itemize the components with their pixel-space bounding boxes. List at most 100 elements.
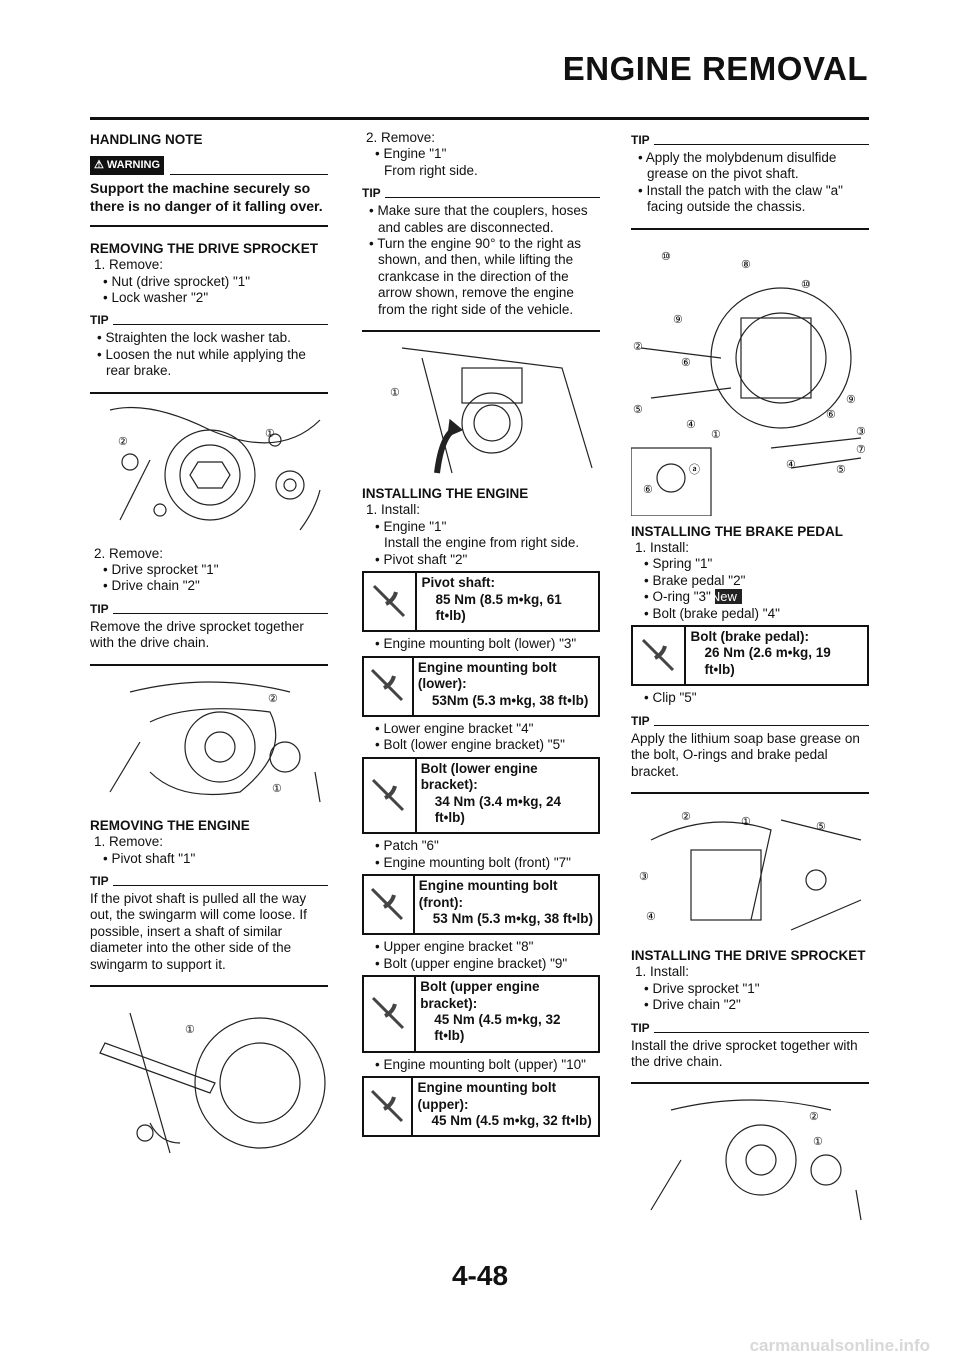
bullet-sub: From right side. [384,162,478,178]
torque-name: Bolt (lower engine bracket): [420,760,538,793]
bullet: • Bolt (lower engine bracket) "5" [375,737,565,753]
section-heading: REMOVING THE ENGINE [90,817,250,833]
bullet: • O-ring "3"New [637,589,869,605]
bullet: • Pivot shaft "1" [103,850,196,866]
svg-text:⑤: ⑤ [816,821,826,833]
tip-bullet: • Straighten the lock washer tab. [97,330,291,346]
bullet: • Engine mounting bolt (upper) "10" [375,1056,586,1072]
torque-spec-box: Engine mounting bolt (front):53 Nm (5.3 … [362,874,600,936]
tip-header: TIP [362,187,600,199]
svg-text:①: ① [265,428,275,440]
section-heading: INSTALLING THE DRIVE SPROCKET [631,947,866,963]
svg-text:⑦: ⑦ [856,444,866,456]
tip-bullet: • Apply the molybdenum disulfide grease … [638,150,837,182]
bullet: • Spring "1" [644,556,713,572]
torque-name: Engine mounting bolt (upper): [417,1080,557,1112]
sprocket-install-illustration: ②① [650,1099,862,1221]
torque-name: Engine mounting bolt (front): [418,878,558,910]
svg-text:②: ② [633,341,643,353]
tip-bullet: • Install the patch with the claw "a" fa… [638,182,843,215]
torque-spec-box: Bolt (brake pedal):26 Nm (2.6 m•kg, 19 f… [631,625,869,687]
bullet: • Lock washer "2" [103,290,209,306]
step: 2. Remove: [94,545,164,561]
svg-text:①: ① [741,816,751,828]
svg-text:⑥: ⑥ [826,409,836,421]
svg-text:④: ④ [686,419,696,431]
svg-text:①: ① [272,783,282,795]
torque-value: 53Nm (5.3 m•kg, 38 ft•lb) [431,692,589,708]
svg-text:⑥: ⑥ [681,357,691,369]
svg-text:⑨: ⑨ [846,394,856,406]
step: 1. Remove: [94,257,164,273]
column-3: TIP • Apply the molybdenum disulfide gre… [631,130,869,1234]
svg-text:⑩: ⑩ [661,251,671,263]
torque-spec-box: Pivot shaft:85 Nm (8.5 m•kg, 61 ft•lb) [362,571,600,633]
torque-value: 45 Nm (4.5 m•kg, 32 ft•lb) [434,1012,561,1044]
svg-text:①: ① [813,1136,823,1148]
svg-text:⑩: ⑩ [801,279,811,291]
torque-wrench-icon [364,1078,414,1136]
warning-header: ⚠WARNING [90,156,328,175]
svg-text:②: ② [118,436,128,448]
tip-body: If the pivot shaft is pulled all the way… [90,887,328,987]
tip-header: TIP [631,134,869,146]
warning-label: WARNING [106,159,161,172]
torque-wrench-icon [633,627,687,685]
torque-name: Engine mounting bolt (lower): [417,659,557,692]
sprocket-nut-illustration: ②① [109,406,321,531]
column-2: 2. Remove: • Engine "1" From right side.… [362,130,600,1141]
step: 2. Remove: [366,130,436,145]
torque-wrench-icon [364,573,418,631]
bullet: • Drive sprocket "1" [103,562,219,578]
torque-wrench-icon [364,758,417,833]
torque-value: 26 Nm (2.6 m•kg, 19 ft•lb) [704,645,831,677]
tip-header: TIP [631,715,869,727]
page-title: ENGINE REMOVAL [562,50,868,87]
bullet: • Engine "1" [375,146,447,162]
warning-text: Support the machine securely so there is… [90,175,328,227]
bullet: • Brake pedal "2" [644,572,746,588]
tip-header: TIP [90,314,328,326]
bullet: • Engine mounting bolt (lower) "3" [375,636,577,652]
tip-body: • Make sure that the couplers, hoses and… [362,199,600,333]
torque-wrench-icon [364,977,417,1051]
bullet-sub: Install the engine from right side. [384,535,580,551]
warning-triangle-icon: ⚠ [94,159,104,172]
svg-text:ⓐ: ⓐ [689,463,700,476]
torque-value: 34 Nm (3.4 m•kg, 24 ft•lb) [434,793,561,825]
warning-badge: ⚠WARNING [90,156,165,175]
bullet: • Upper engine bracket "8" [375,939,534,955]
svg-text:⑨: ⑨ [673,314,683,326]
torque-spec-box: Bolt (upper engine bracket):45 Nm (4.5 m… [362,975,600,1053]
step: 1. Remove: [94,834,164,850]
bullet: • Bolt (upper engine bracket) "9" [375,955,568,971]
header-rule [90,117,869,120]
tip-bullet: • Make sure that the couplers, hoses and… [369,203,588,235]
tip-header: TIP [90,603,328,615]
svg-text:①: ① [185,1024,195,1036]
section-heading: HANDLING NOTE [90,132,203,147]
engine-removal-illustration: ① [390,347,593,474]
section-heading: REMOVING THE DRIVE SPROCKET [90,240,319,256]
bullet: • Clip "5" [644,690,697,706]
tip-bullet: • Loosen the nut while applying the rear… [97,346,306,379]
svg-text:②: ② [268,693,278,705]
tip-bullet: • Turn the engine 90° to the right as sh… [369,236,582,317]
step: 1. Install: [635,964,690,980]
bullet: • Bolt (brake pedal) "4" [644,605,780,621]
torque-wrench-icon [364,876,415,934]
svg-text:⑤: ⑤ [633,404,643,416]
svg-text:④: ④ [646,911,656,923]
bullet: • Engine "1" [375,518,447,534]
svg-text:③: ③ [639,871,649,883]
step: 1. Install: [366,502,421,518]
svg-text:②: ② [809,1111,819,1123]
tip-body: • Apply the molybdenum disulfide grease … [631,146,869,230]
new-part-badge: New [711,589,742,605]
column-1: HANDLING NOTE ⚠WARNING Support the machi… [90,130,328,1169]
bullet: • Engine mounting bolt (front) "7" [375,854,571,870]
svg-text:⑥: ⑥ [643,484,653,496]
torque-name: Bolt (brake pedal): [690,629,809,645]
torque-spec-box: Engine mounting bolt (lower):53Nm (5.3 m… [362,655,600,717]
